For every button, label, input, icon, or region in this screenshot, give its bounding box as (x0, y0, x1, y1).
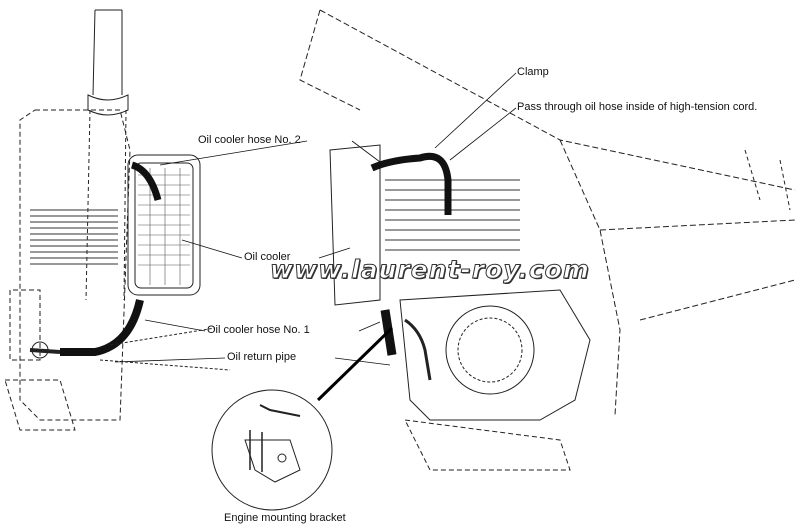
label-oil-cooler-hose-no1: Oil cooler hose No. 1 (207, 324, 310, 336)
label-oil-cooler-hose-no2: Oil cooler hose No. 2 (198, 134, 301, 146)
label-engine-mounting-bracket: Engine mounting bracket (224, 512, 346, 524)
side-view-frame (299, 9, 796, 471)
bracket-inset (211, 389, 333, 511)
label-clamp: Clamp (517, 66, 549, 78)
front-view-engine (4, 9, 231, 431)
label-oil-cooler: Oil cooler (244, 251, 291, 263)
label-oil-return-pipe: Oil return pipe (227, 351, 297, 363)
watermark: www.laurent-roy.com (270, 255, 590, 285)
label-pass-through: Pass through oil hose inside of high-ten… (517, 101, 758, 113)
